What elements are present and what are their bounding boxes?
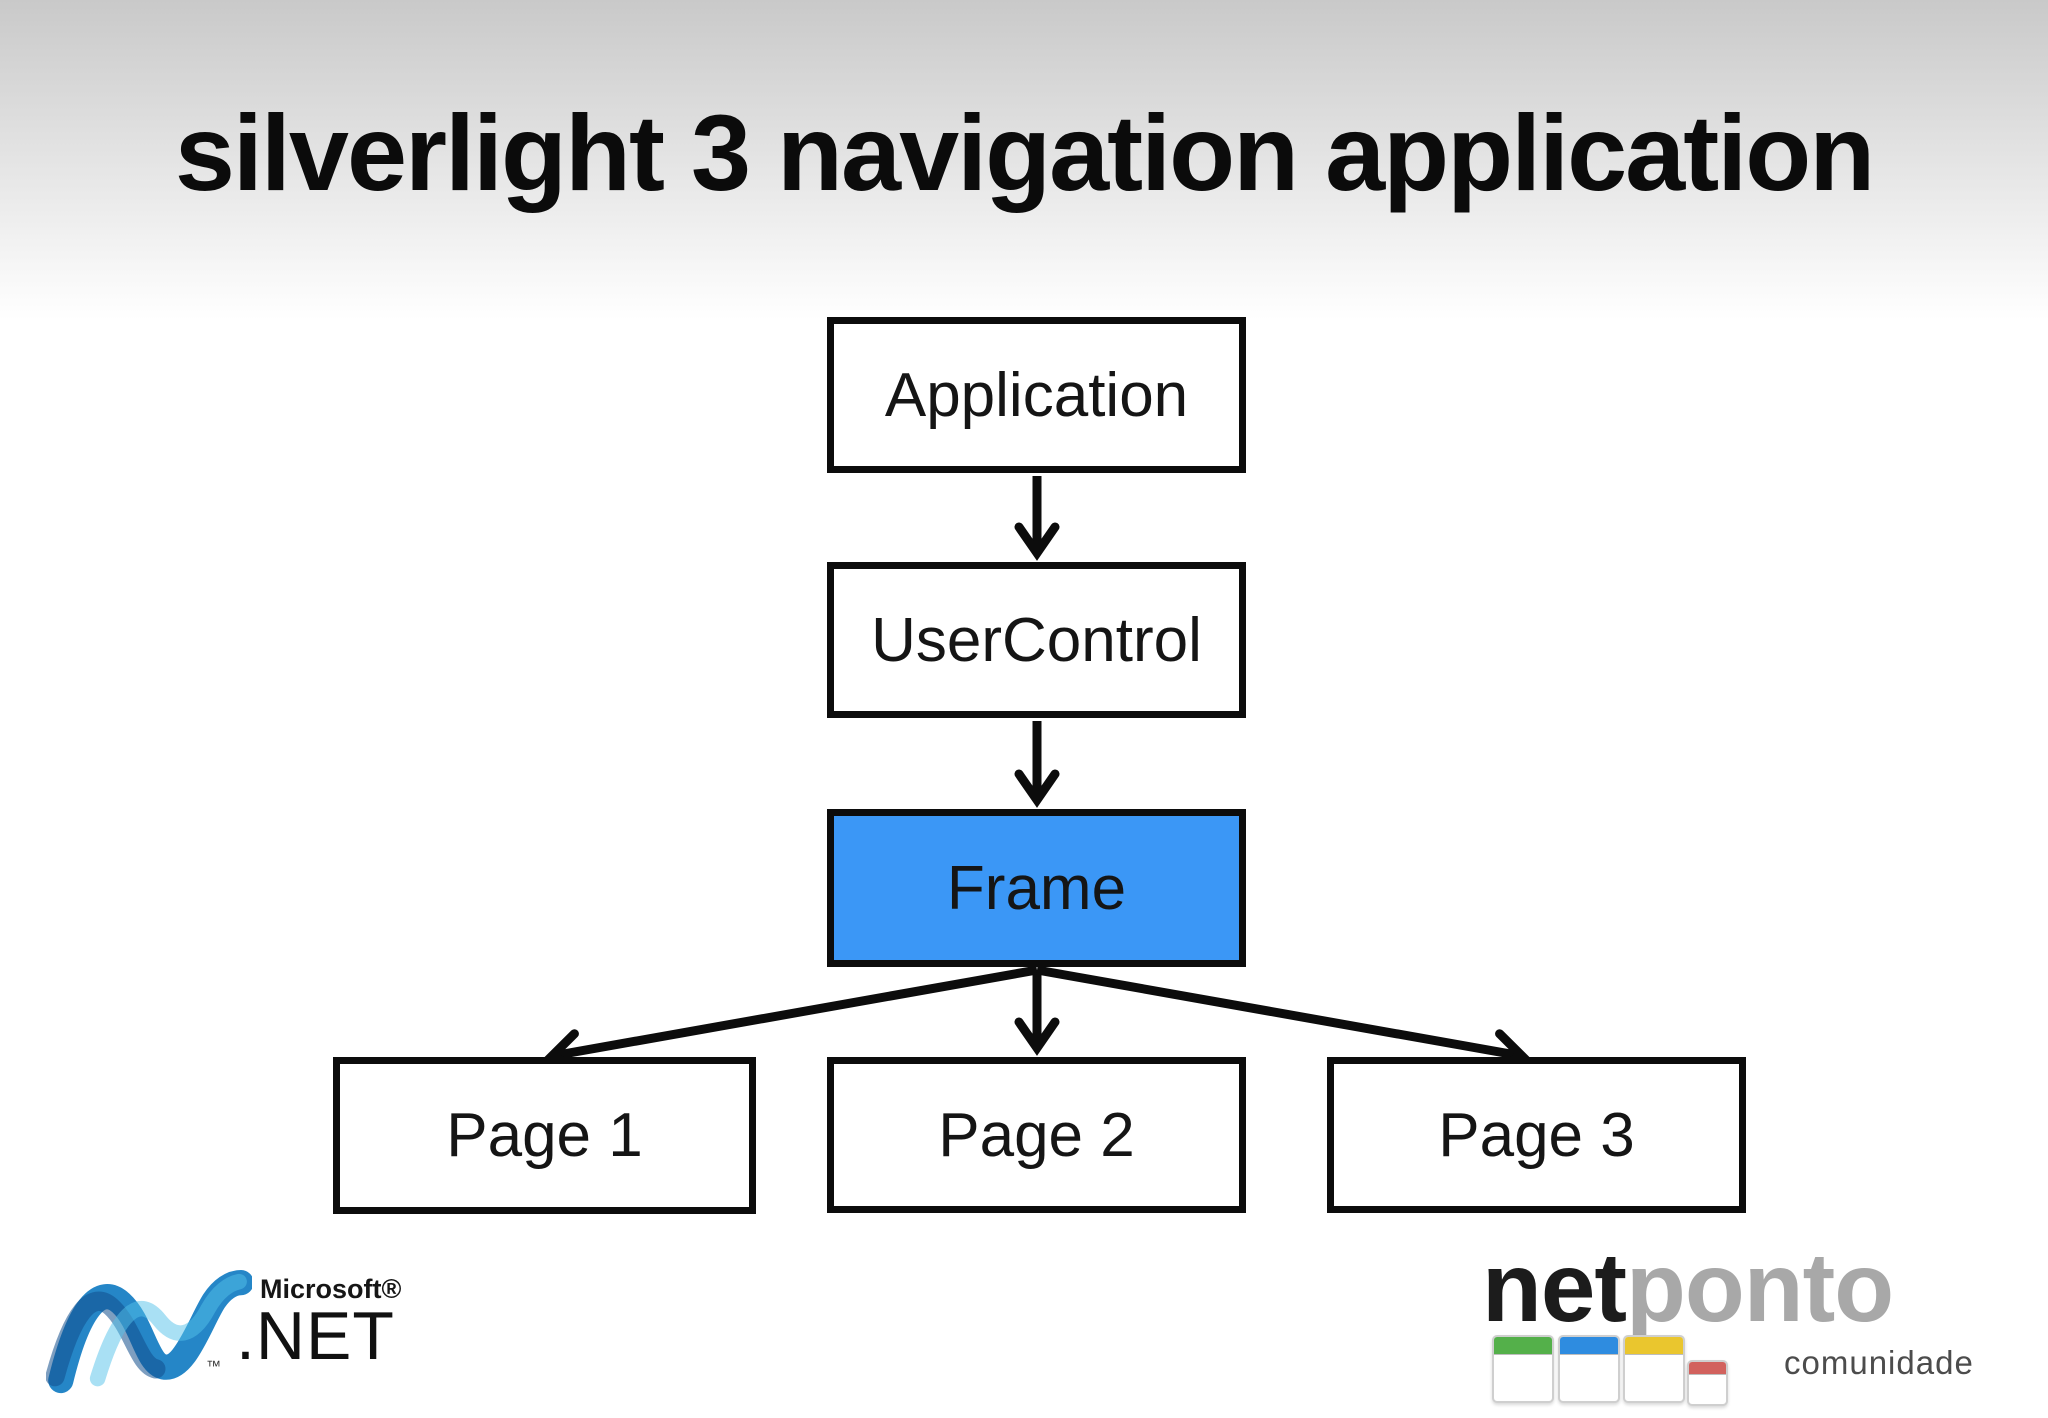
microsoft-dotnet-logo: Microsoft® .NET ™ xyxy=(46,1268,416,1403)
window-icon-blue xyxy=(1558,1335,1620,1403)
window-titlebar xyxy=(1560,1337,1618,1355)
microsoft-wordmark: Microsoft® xyxy=(260,1274,402,1304)
netponto-wordmark-net: net xyxy=(1482,1232,1627,1342)
window-icon-red xyxy=(1687,1360,1728,1406)
netponto-wordmark-ponto: ponto xyxy=(1626,1232,1894,1342)
node-page-3: Page 3 xyxy=(1327,1057,1746,1213)
window-icon-yellow xyxy=(1623,1335,1685,1403)
window-titlebar xyxy=(1494,1337,1552,1355)
window-icon-green xyxy=(1492,1335,1554,1403)
trademark-symbol: ™ xyxy=(206,1358,221,1375)
netponto-wordmark: netponto xyxy=(1482,1238,1894,1336)
node-frame: Frame xyxy=(827,809,1246,967)
dotnet-wordmark: .NET xyxy=(236,1298,395,1374)
netponto-logo: netponto comunidade xyxy=(1478,1238,2018,1413)
node-page-1: Page 1 xyxy=(333,1057,756,1214)
arrow-frame-to-page1 xyxy=(544,965,1038,1074)
node-application: Application xyxy=(827,317,1246,473)
node-usercontrol: UserControl xyxy=(827,562,1246,718)
node-page-2: Page 2 xyxy=(827,1057,1246,1213)
netponto-subtitle: comunidade xyxy=(1784,1344,1974,1381)
arrow-frame-to-page3 xyxy=(1036,965,1530,1074)
window-titlebar xyxy=(1689,1362,1726,1375)
window-titlebar xyxy=(1625,1337,1683,1355)
dotnet-swoosh-icon xyxy=(46,1270,252,1394)
slide-title: silverlight 3 navigation application xyxy=(174,92,1875,213)
